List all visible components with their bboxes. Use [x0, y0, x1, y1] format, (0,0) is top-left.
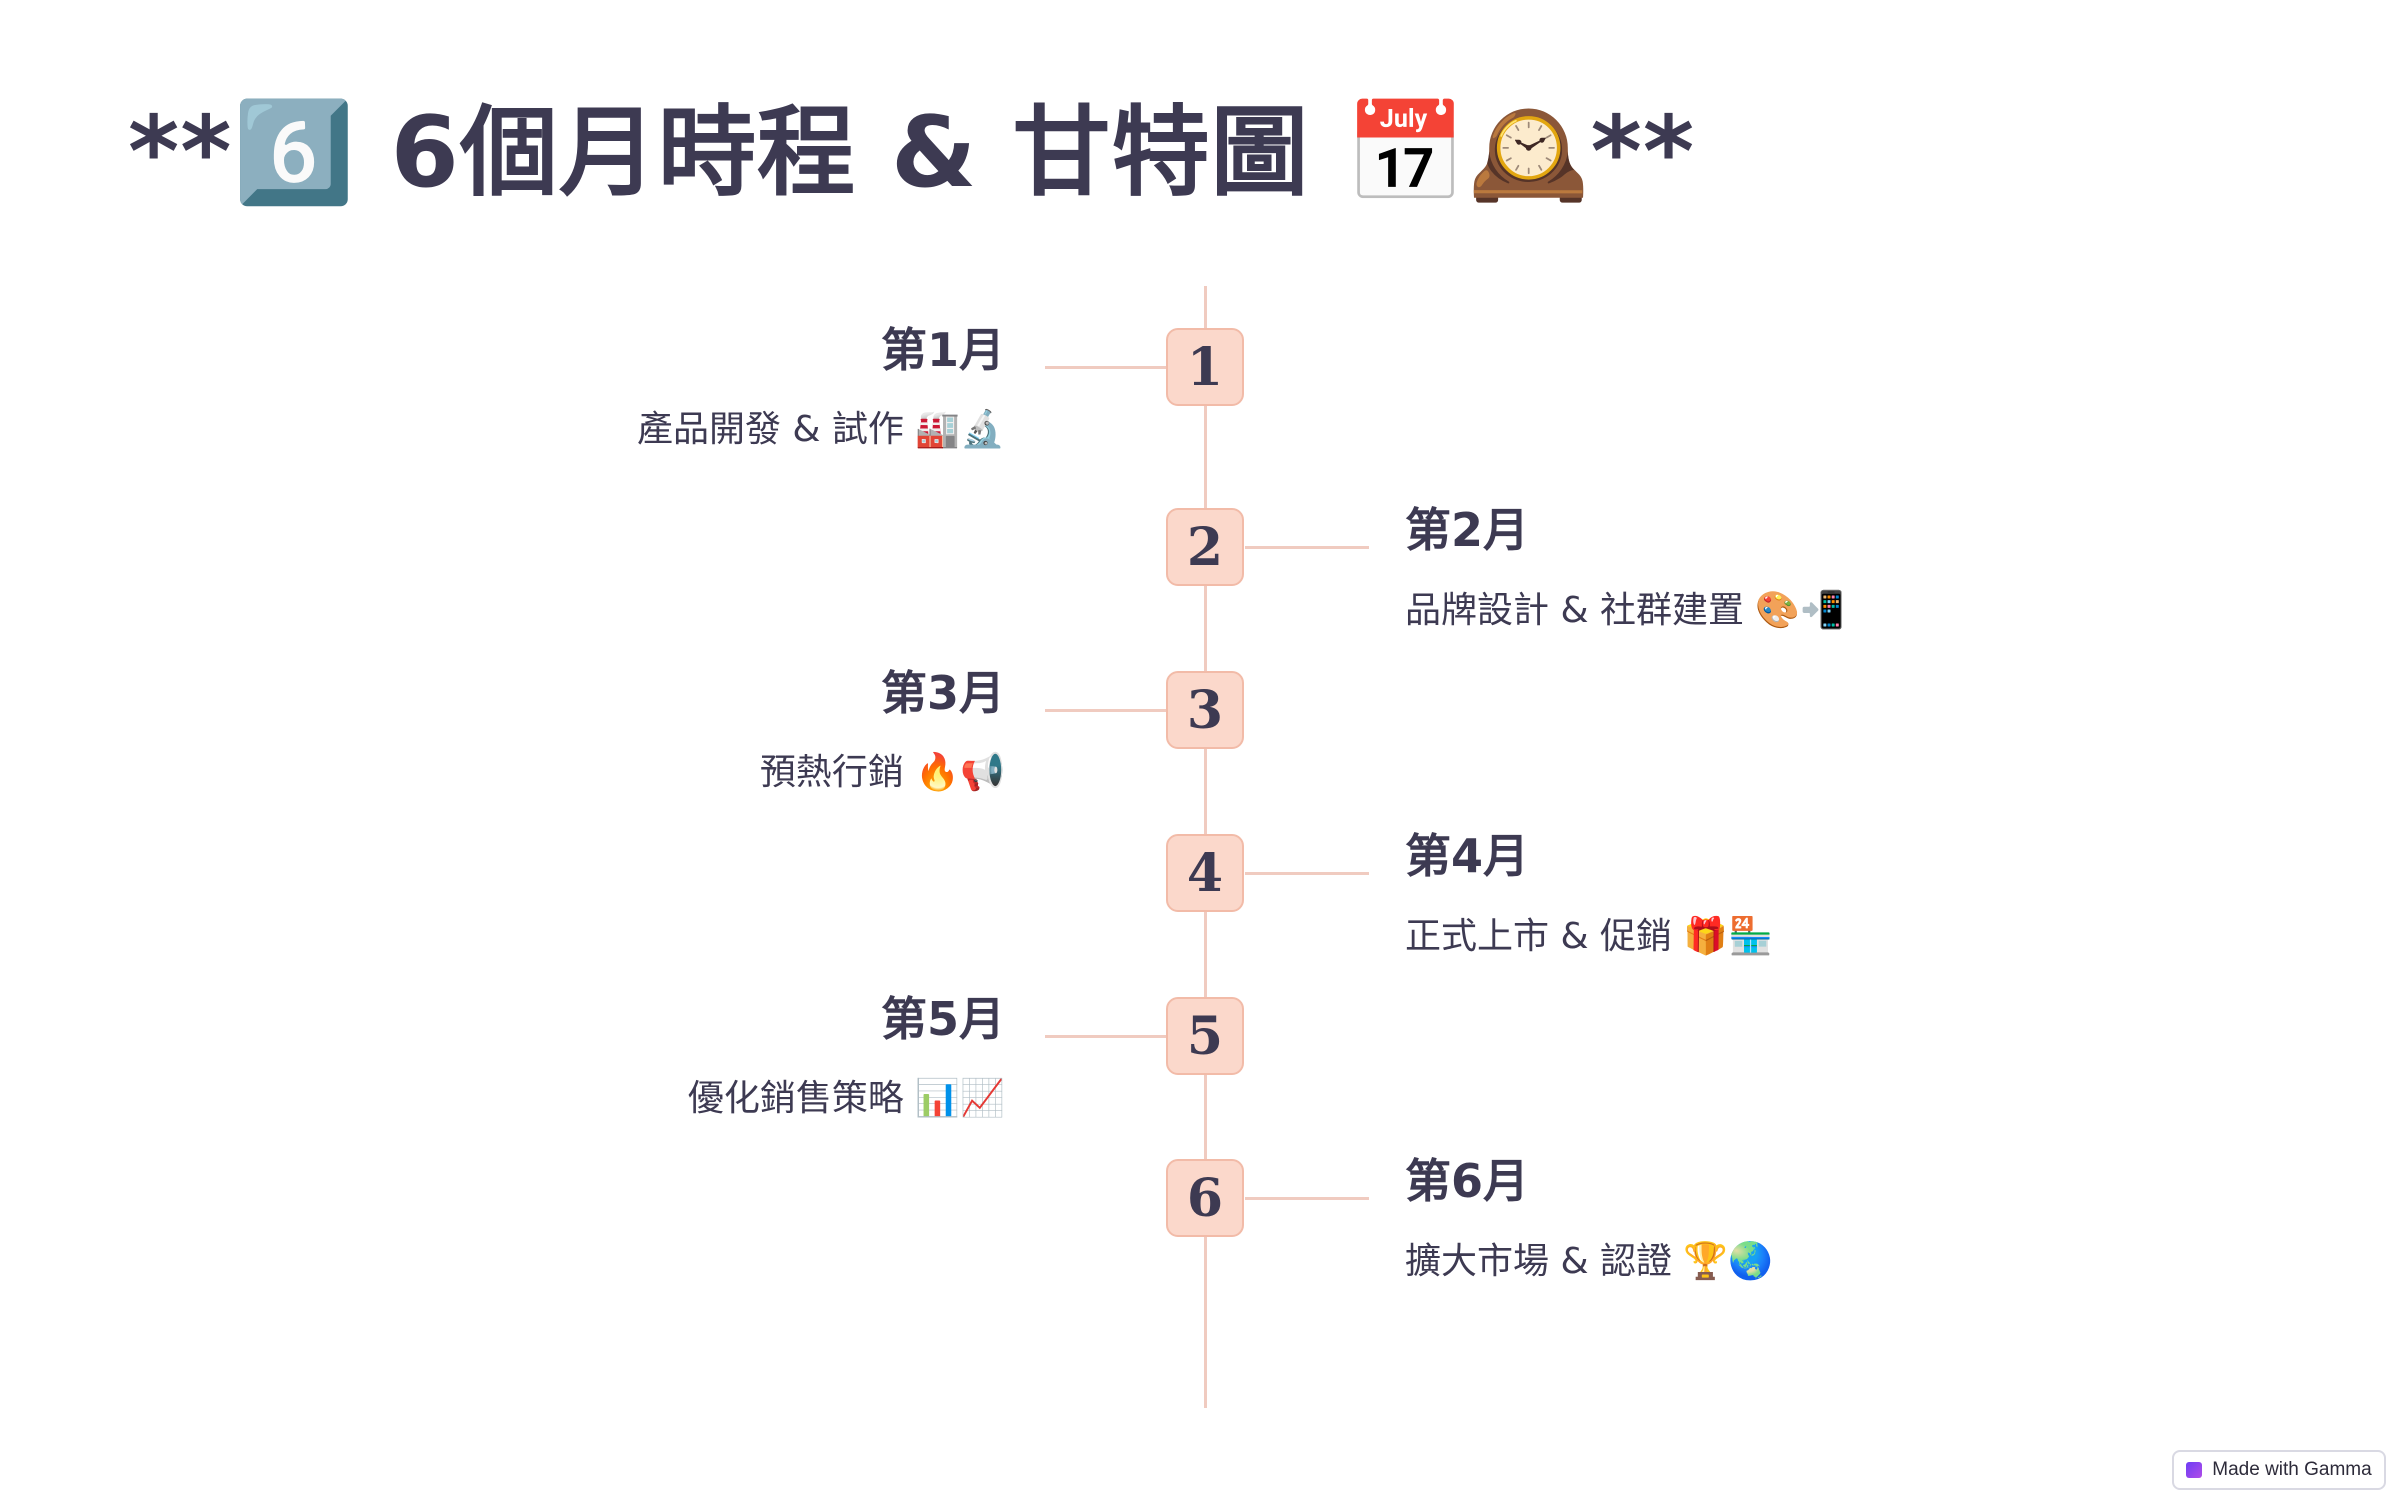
step-month-6: 第6月 [1405, 1154, 1530, 1208]
step-desc-6: 擴大市場 & 認證 🏆🌏 [1405, 1241, 1774, 1282]
step-number-5: 5 [1166, 997, 1244, 1075]
page-title: **6️⃣ 6個月時程 & 甘特圖 📅🕰️** [128, 96, 1696, 210]
connector-2 [1245, 546, 1369, 549]
step-month-1: 第1月 [880, 323, 1005, 377]
step-desc-4: 正式上市 & 促銷 🎁🏪 [1405, 916, 1774, 957]
step-month-5: 第5月 [880, 992, 1005, 1046]
gamma-logo-icon [2186, 1462, 2203, 1478]
connector-3 [1045, 709, 1169, 712]
step-month-3: 第3月 [880, 666, 1005, 720]
step-month-4: 第4月 [1405, 829, 1530, 883]
connector-1 [1045, 366, 1169, 369]
connector-6 [1245, 1197, 1369, 1200]
connector-5 [1045, 1035, 1169, 1038]
step-desc-5: 優化銷售策略 📊📈 [687, 1078, 1005, 1119]
connector-4 [1245, 872, 1369, 875]
badge-label: Made with Gamma [2212, 1459, 2372, 1480]
step-number-1: 1 [1166, 328, 1244, 406]
step-number-2: 2 [1166, 508, 1244, 586]
step-month-2: 第2月 [1405, 503, 1530, 557]
step-number-6: 6 [1166, 1159, 1244, 1237]
step-desc-1: 產品開發 & 試作 🏭🔬 [636, 409, 1005, 450]
made-with-gamma-badge[interactable]: Made with Gamma [2172, 1450, 2386, 1490]
step-number-3: 3 [1166, 671, 1244, 749]
step-number-4: 4 [1166, 834, 1244, 912]
step-desc-2: 品牌設計 & 社群建置 🎨📲 [1405, 590, 1846, 631]
step-desc-3: 預熱行銷 🔥📢 [759, 752, 1005, 793]
